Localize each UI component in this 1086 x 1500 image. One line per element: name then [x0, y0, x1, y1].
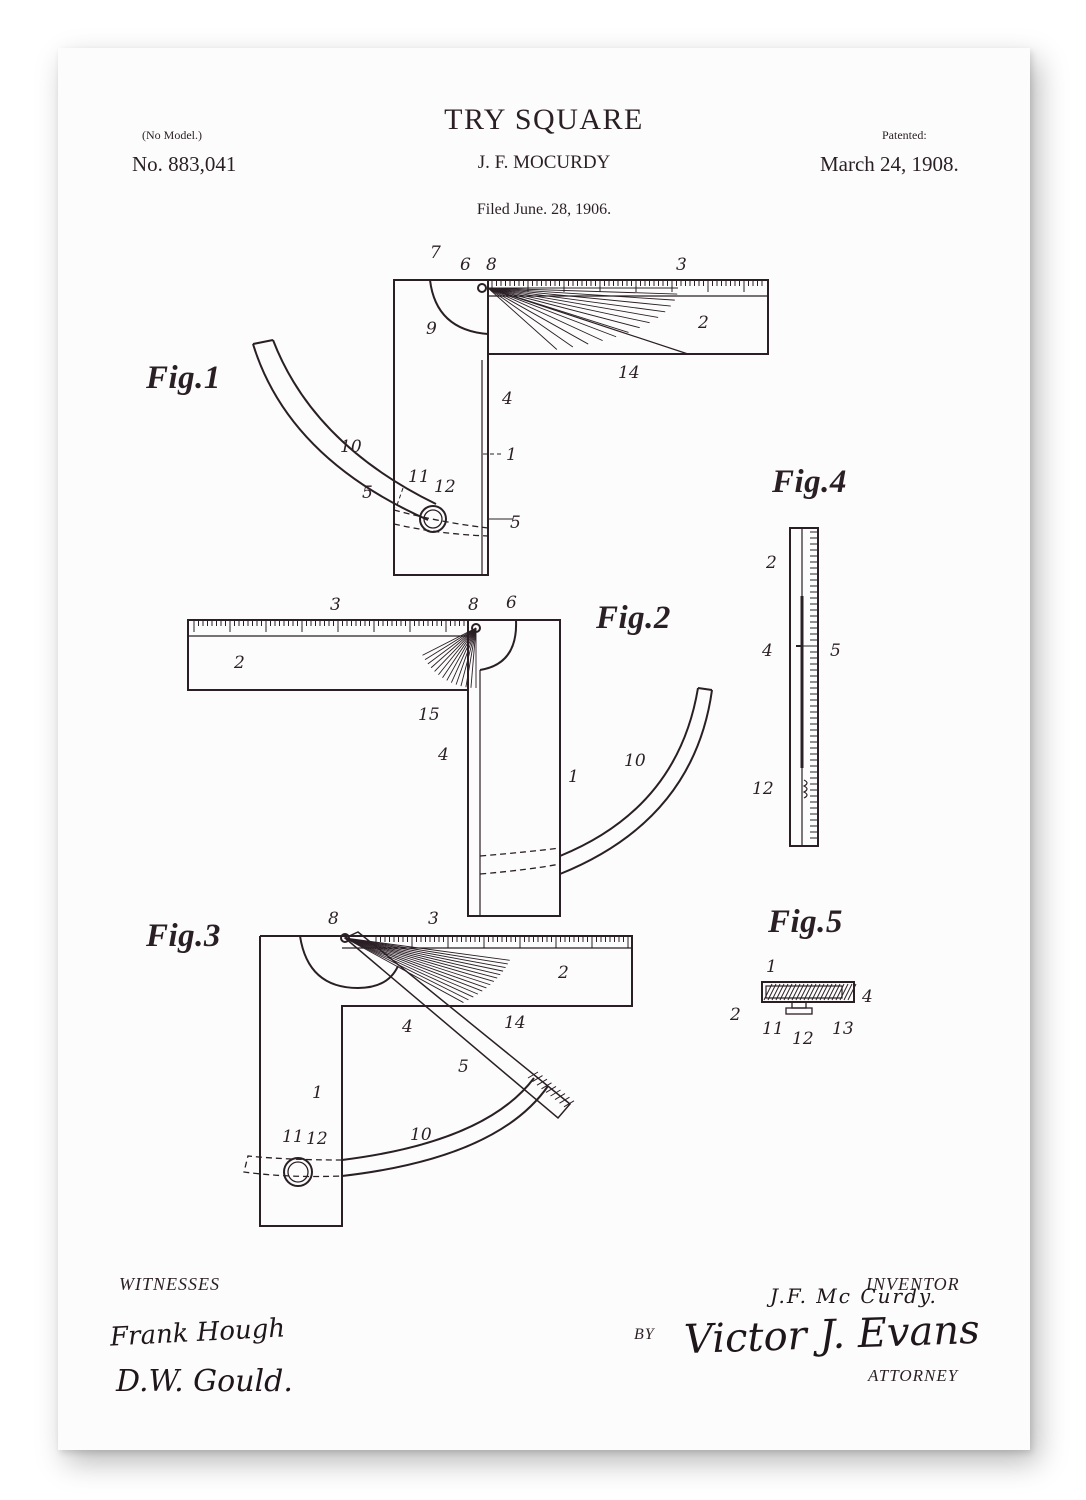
fig1-numeral: 4: [501, 389, 513, 409]
inventor-signature: J.F. Mc Curdy.: [770, 1284, 938, 1308]
fig3-numeral: 14: [504, 1013, 526, 1033]
fig1-blade-ticks: [491, 280, 763, 292]
fig1-numeral: 1: [506, 445, 517, 465]
fig4-label: Fig.4: [772, 464, 847, 500]
fig2-label: Fig.2: [596, 600, 671, 636]
fig1-pivot: [477, 283, 487, 293]
fig2-drawing: [187, 619, 713, 917]
witnesses-label: WITNESSES: [119, 1274, 220, 1294]
fig1-screw-outer: [419, 505, 447, 533]
fig5-numeral: 11: [762, 1019, 784, 1039]
fig5-numeral: 1: [766, 957, 777, 977]
fig1-numeral: 11: [408, 467, 430, 487]
fig2-numeral: 4: [437, 745, 449, 765]
fig5-section-outer: [761, 981, 855, 1003]
fig5-numeral: 13: [832, 1019, 854, 1039]
fig2-blade-ticks: [193, 620, 465, 632]
fig2-numeral: 6: [506, 593, 517, 613]
fig5-numeral: 2: [729, 1005, 741, 1025]
fig2-numeral: 2: [233, 653, 245, 673]
fig3-numeral: 8: [328, 909, 339, 929]
fig4-numeral: 2: [765, 553, 777, 573]
patent-sheet: TRY SQUARE (No Model.) No. 883,041 J. F.…: [58, 48, 1030, 1450]
patent-title: TRY SQUARE: [444, 103, 644, 136]
fig4-numeral: 4: [761, 641, 773, 661]
fig1-numeral: 9: [426, 319, 437, 339]
fig1-numeral: 10: [340, 437, 362, 457]
fig1-label: Fig.1: [146, 360, 221, 396]
fig1-blade: [487, 279, 769, 355]
fig3-numeral: 11: [282, 1127, 304, 1147]
fig3-blade-ticks: [375, 936, 629, 948]
fig1-numeral: 3: [676, 255, 687, 275]
fig2-numeral: 8: [468, 595, 479, 615]
fig3-numeral: 1: [312, 1083, 323, 1103]
fig3-screw-outer: [283, 1157, 313, 1187]
fig5-numeral: 12: [792, 1029, 814, 1049]
fig3-numeral: 12: [306, 1129, 328, 1149]
fig2-fan-lines: [422, 627, 477, 688]
fig5-label: Fig.5: [768, 904, 843, 940]
no-model-note: (No Model.): [142, 128, 202, 142]
fig4-numeral: 12: [752, 779, 774, 799]
fig2-arc-inner: [559, 689, 713, 875]
fig1-numeral: 5: [362, 483, 373, 503]
fig1-arc-inner: [272, 339, 437, 505]
fig3-numeral: 4: [401, 1017, 413, 1037]
fig3-bevel-blade: [343, 931, 572, 1120]
fig2-numeral: 1: [568, 767, 579, 787]
inventor-name: J. F. MOCURDY: [477, 152, 611, 173]
attorney-label: ATTORNEY: [868, 1366, 959, 1385]
fig3-arc-outer: [341, 1085, 549, 1177]
by-label: BY: [634, 1326, 655, 1343]
fig1-stock: [393, 279, 489, 576]
fig3-drawing: [243, 931, 633, 1227]
fig3-square-outline: [259, 935, 633, 1227]
reference-numerals: 7 6 8 3 9 2 14 4 10 1 11 12 5 5 3 8 6 2 …: [233, 243, 873, 1149]
fig5-hatch: [763, 983, 857, 1001]
fig4-rack: [810, 531, 818, 839]
fig1-screw-inner: [423, 509, 443, 529]
fig1-fan-lines: [487, 287, 678, 350]
fig2-head-arc: [479, 619, 518, 671]
fig4-thumbscrew: [802, 779, 808, 799]
fig2-stock: [467, 619, 561, 917]
fig3-numeral: 2: [557, 963, 569, 983]
fig3-screw-inner: [287, 1161, 309, 1183]
fig2-numeral: 15: [418, 705, 440, 725]
inventor-label: INVENTOR: [866, 1274, 960, 1294]
fig1-head-arc: [429, 279, 489, 335]
fig3-head-arc: [299, 935, 399, 990]
fig1-numeral: 7: [430, 243, 441, 263]
fig3-numeral: 10: [410, 1125, 432, 1145]
fig1-numeral: 6: [460, 255, 471, 275]
fig1-numeral: 12: [434, 477, 456, 497]
filed-date: Filed June. 28, 1906.: [476, 201, 612, 218]
fig4-body: [789, 527, 819, 847]
fig2-arc-outer: [559, 687, 699, 857]
witness-signature-2: D.W. Gould.: [116, 1364, 293, 1399]
patent-drawings: 7 6 8 3 9 2 14 4 10 1 11 12 5 5 3 8 6 2 …: [187, 243, 873, 1227]
fig1-numeral: 2: [697, 313, 709, 333]
fig4-drawing: [789, 527, 819, 847]
fig1-numeral: 5: [510, 513, 521, 533]
fig3-arc-inner: [341, 1077, 535, 1161]
patented-date: March 24, 1908.: [820, 152, 959, 176]
fig2-numeral: 3: [330, 595, 341, 615]
fig1-arc-outer: [252, 343, 429, 521]
fig3-numeral: 5: [458, 1057, 469, 1077]
fig2-numeral: 10: [624, 751, 646, 771]
fig4-numeral: 5: [830, 641, 841, 661]
fig3-label: Fig.3: [146, 918, 221, 954]
fig1-numeral: 8: [486, 255, 497, 275]
patented-label: Patented:: [882, 128, 927, 142]
fig3-bevel-hatch: [527, 1071, 575, 1108]
fig1-numeral: 14: [618, 363, 640, 383]
fig3-pivot: [340, 933, 350, 943]
fig3-numeral: 3: [428, 909, 439, 929]
fig5-drawing: [761, 981, 857, 1015]
fig5-numeral: 4: [861, 987, 873, 1007]
fig1-drawing: [252, 279, 769, 576]
patent-number: No. 883,041: [132, 152, 237, 176]
